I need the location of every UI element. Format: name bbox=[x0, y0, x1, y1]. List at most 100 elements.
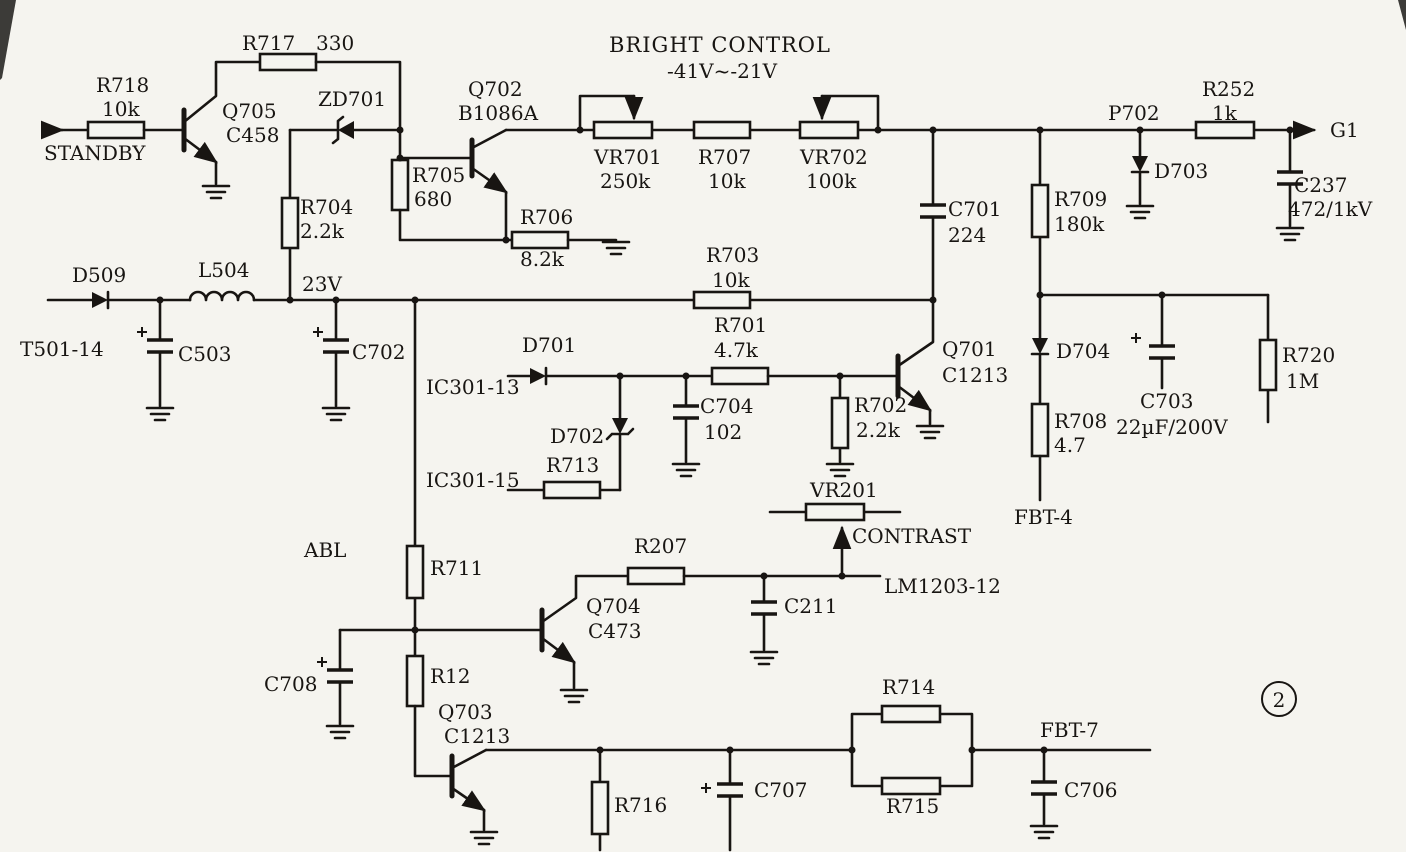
page-number: 2 bbox=[1273, 688, 1286, 712]
net-label-t501-14: T501-14 bbox=[20, 337, 104, 361]
scan-artifact bbox=[1398, 0, 1406, 30]
label-R713-ref: R713 bbox=[546, 453, 599, 477]
diode-D704: D704 bbox=[1030, 293, 1110, 406]
resistor-R704: R704 2.2k bbox=[280, 128, 353, 302]
label-R704-val: 2.2k bbox=[300, 219, 345, 243]
resistor-R207: R207 bbox=[626, 534, 882, 586]
label-R701-val: 4.7k bbox=[714, 338, 759, 362]
label-R720-ref: R720 bbox=[1282, 343, 1335, 367]
label-R708-val: 4.7 bbox=[1054, 433, 1086, 457]
label-Q702-ref: Q702 bbox=[468, 77, 523, 101]
label-ZD701-ref: ZD701 bbox=[318, 87, 386, 111]
net-label-lm1203-12: LM1203-12 bbox=[884, 574, 1001, 598]
label-Q701-ref: Q701 bbox=[942, 337, 997, 361]
label-C704-ref: C704 bbox=[700, 394, 753, 418]
label-R716-ref: R716 bbox=[614, 793, 667, 817]
label-R207-ref: R207 bbox=[634, 534, 687, 558]
label-R714-ref: R714 bbox=[882, 675, 935, 699]
capacitor-C708: C708 bbox=[264, 628, 355, 740]
label-P702-ref: P702 bbox=[1108, 101, 1160, 125]
label-C707-ref: C707 bbox=[754, 778, 807, 802]
resistor-R702: R702 2.2k bbox=[825, 374, 907, 478]
label-R707-val: 10k bbox=[708, 169, 746, 193]
ground-icon bbox=[559, 688, 589, 704]
spark-gap-P702: P702 bbox=[1108, 101, 1160, 125]
label-R720-val: 1M bbox=[1286, 369, 1319, 393]
net-label-standby: STANDBY bbox=[44, 141, 146, 165]
label-C503-ref: C503 bbox=[178, 342, 231, 366]
net-label-ic301-15: IC301-15 bbox=[426, 468, 520, 492]
resistor-R707: R707 10k bbox=[692, 120, 752, 193]
label-D703-ref: D703 bbox=[1154, 159, 1208, 183]
label-bright-range: -41V~-21V bbox=[667, 59, 778, 83]
capacitor-C701: C701 224 bbox=[920, 128, 1001, 302]
label-VR701-ref: VR701 bbox=[593, 145, 662, 169]
label-R717-val: 330 bbox=[316, 31, 354, 55]
label-R701-ref: R701 bbox=[714, 313, 767, 337]
transistor-Q705: Q705 C458 bbox=[181, 60, 279, 200]
resistor-R706: R706 8.2k bbox=[510, 205, 631, 271]
label-Q702-val: B1086A bbox=[458, 101, 539, 125]
label-R704-ref: R704 bbox=[300, 195, 353, 219]
label-R718-val: 10k bbox=[102, 97, 140, 121]
scan-artifact bbox=[0, 0, 16, 80]
resistor-R718: R718 10k bbox=[86, 73, 186, 140]
net-label-contrast: CONTRAST bbox=[852, 524, 972, 548]
capacitor-C503: C503 bbox=[136, 298, 231, 422]
label-C704-val: 102 bbox=[704, 420, 742, 444]
label-C706-ref: C706 bbox=[1064, 778, 1117, 802]
capacitor-C704: C704 102 bbox=[671, 374, 753, 478]
polarity-plus-icon bbox=[312, 326, 324, 338]
ground-icon bbox=[671, 462, 701, 478]
junction-dots bbox=[156, 126, 1294, 754]
transistor-Q701: Q701 C1213 bbox=[895, 298, 1008, 440]
ground-icon bbox=[749, 650, 779, 666]
net-label-abl: ABL bbox=[303, 538, 346, 562]
diode-D703: D703 bbox=[1125, 128, 1208, 220]
resistor-R713: R713 bbox=[506, 453, 622, 500]
net-label-g1: G1 bbox=[1330, 118, 1359, 142]
ground-icon bbox=[325, 724, 355, 740]
label-D509-ref: D509 bbox=[72, 263, 126, 287]
diode-D509: D509 bbox=[46, 263, 192, 310]
page-number-badge: 2 bbox=[1261, 681, 1297, 717]
ground-icon bbox=[1275, 226, 1305, 242]
label-C703-val: 22µF/200V bbox=[1116, 415, 1228, 439]
label-D702-ref: D702 bbox=[550, 424, 604, 448]
label-R709-ref: R709 bbox=[1054, 187, 1107, 211]
resistor-R12: R12 bbox=[405, 654, 471, 778]
label-D701-ref: D701 bbox=[522, 333, 576, 357]
net-label-ic301-13: IC301-13 bbox=[426, 375, 520, 399]
ground-icon bbox=[469, 830, 499, 846]
label-VR702-ref: VR702 bbox=[799, 145, 868, 169]
net-standby: STANDBY bbox=[40, 120, 146, 165]
resistor-R720: R720 1M bbox=[1258, 293, 1335, 424]
capacitor-C703: C703 22µF/200V bbox=[1116, 293, 1228, 439]
resistor-R252: R252 1k bbox=[1194, 77, 1256, 140]
ground-icon bbox=[1029, 824, 1059, 840]
label-VR702-val: 100k bbox=[806, 169, 857, 193]
label-R252-ref: R252 bbox=[1202, 77, 1255, 101]
label-Q701-val: C1213 bbox=[942, 363, 1008, 387]
resistor-R711: R711 bbox=[405, 544, 483, 600]
label-C211-ref: C211 bbox=[784, 594, 837, 618]
label-R715-ref: R715 bbox=[886, 794, 939, 818]
label-Q704-val: C473 bbox=[588, 619, 641, 643]
label-R252-val: 1k bbox=[1212, 101, 1238, 125]
transistor-Q704: Q704 C473 bbox=[539, 574, 641, 704]
polarity-plus-icon bbox=[316, 656, 328, 668]
ground-icon bbox=[321, 406, 351, 422]
polarity-plus-icon bbox=[700, 782, 712, 794]
label-L504-ref: L504 bbox=[198, 258, 249, 282]
label-R707-ref: R707 bbox=[698, 145, 751, 169]
net-label-23v: 23V bbox=[302, 272, 342, 296]
label-R705-ref: R705 bbox=[412, 163, 465, 187]
ground-icon bbox=[915, 424, 945, 440]
label-C237-ref: C237 bbox=[1294, 173, 1347, 197]
label-R709-val: 180k bbox=[1054, 212, 1105, 236]
label-VR701-val: 250k bbox=[600, 169, 651, 193]
net-label-fbt7: FBT-7 bbox=[1040, 718, 1099, 742]
label-R706-ref: R706 bbox=[520, 205, 573, 229]
label-R717-ref: R717 bbox=[242, 31, 295, 55]
